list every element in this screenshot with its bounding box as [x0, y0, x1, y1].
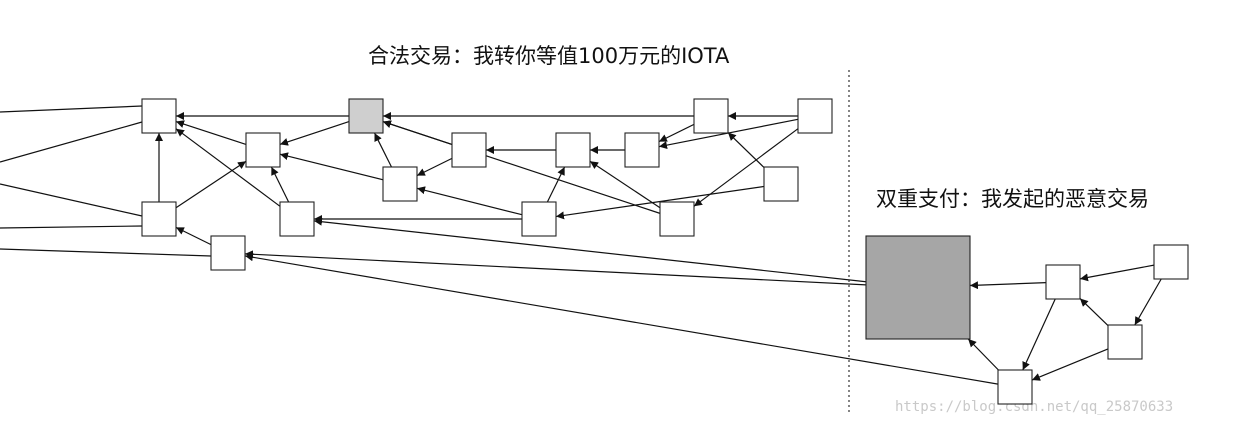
approval-arrow: [658, 123, 695, 143]
approval-arrow: [967, 338, 999, 371]
approval-arrow: [1079, 298, 1109, 326]
transaction-node: [659, 201, 695, 237]
legit-transaction-title: 合法交易：我转你等值100万元的IOTA: [368, 44, 730, 68]
transaction-node: [797, 98, 833, 134]
approval-arrow: [244, 253, 999, 385]
transaction-node: [279, 201, 315, 237]
history-edge: [0, 105, 143, 113]
approval-arrow: [373, 132, 393, 168]
approval-arrow: [279, 121, 350, 146]
transaction-node: [1045, 264, 1081, 300]
transaction-node: [210, 235, 246, 271]
transaction-node: [693, 98, 729, 134]
approval-arrow: [546, 166, 566, 203]
transaction-node: [763, 166, 799, 202]
approval-arrow: [589, 160, 661, 209]
transaction-node: [997, 369, 1033, 405]
transaction-node: [521, 201, 557, 237]
approval-arrow: [244, 250, 867, 286]
approval-arrow: [175, 120, 247, 146]
approval-arrow: [416, 186, 523, 216]
transaction-node: [382, 166, 418, 202]
double-spend-title: 双重支付：我发起的恶意交易: [876, 187, 1149, 211]
transaction-node: [1107, 324, 1143, 360]
approval-arrow: [279, 152, 384, 181]
approval-arrow: [693, 128, 799, 207]
tangle-nodes: [141, 98, 1189, 405]
history-edge: [0, 183, 143, 217]
history-edge: [0, 248, 212, 257]
approval-arrow: [1022, 298, 1056, 371]
approval-arrow: [175, 226, 212, 246]
approval-arrow: [727, 132, 765, 168]
approval-arrow: [382, 120, 661, 214]
approval-arrow: [969, 281, 1047, 290]
transaction-node: [1153, 244, 1189, 280]
history-edge: [0, 225, 143, 229]
transaction-node: [245, 132, 281, 168]
transaction-node: [555, 132, 591, 168]
approval-arrow: [1031, 348, 1109, 381]
approval-arrow: [1079, 264, 1155, 282]
transaction-node: [141, 98, 177, 134]
transaction-node: [141, 201, 177, 237]
legit-transaction-node: [348, 98, 384, 134]
approval-arrow: [416, 157, 453, 177]
approval-arrow: [313, 217, 867, 283]
malicious-transaction-node: [865, 235, 971, 340]
approval-arrow: [175, 128, 281, 207]
approval-arrow: [270, 166, 290, 203]
tangle-edges: [0, 70, 1162, 412]
approval-arrow: [1134, 278, 1162, 326]
watermark: https://blog.csdn.net/qq_25870633: [895, 399, 1174, 415]
history-edge: [0, 121, 143, 163]
transaction-node: [451, 132, 487, 168]
approval-arrow: [175, 160, 247, 209]
transaction-node: [624, 132, 660, 168]
